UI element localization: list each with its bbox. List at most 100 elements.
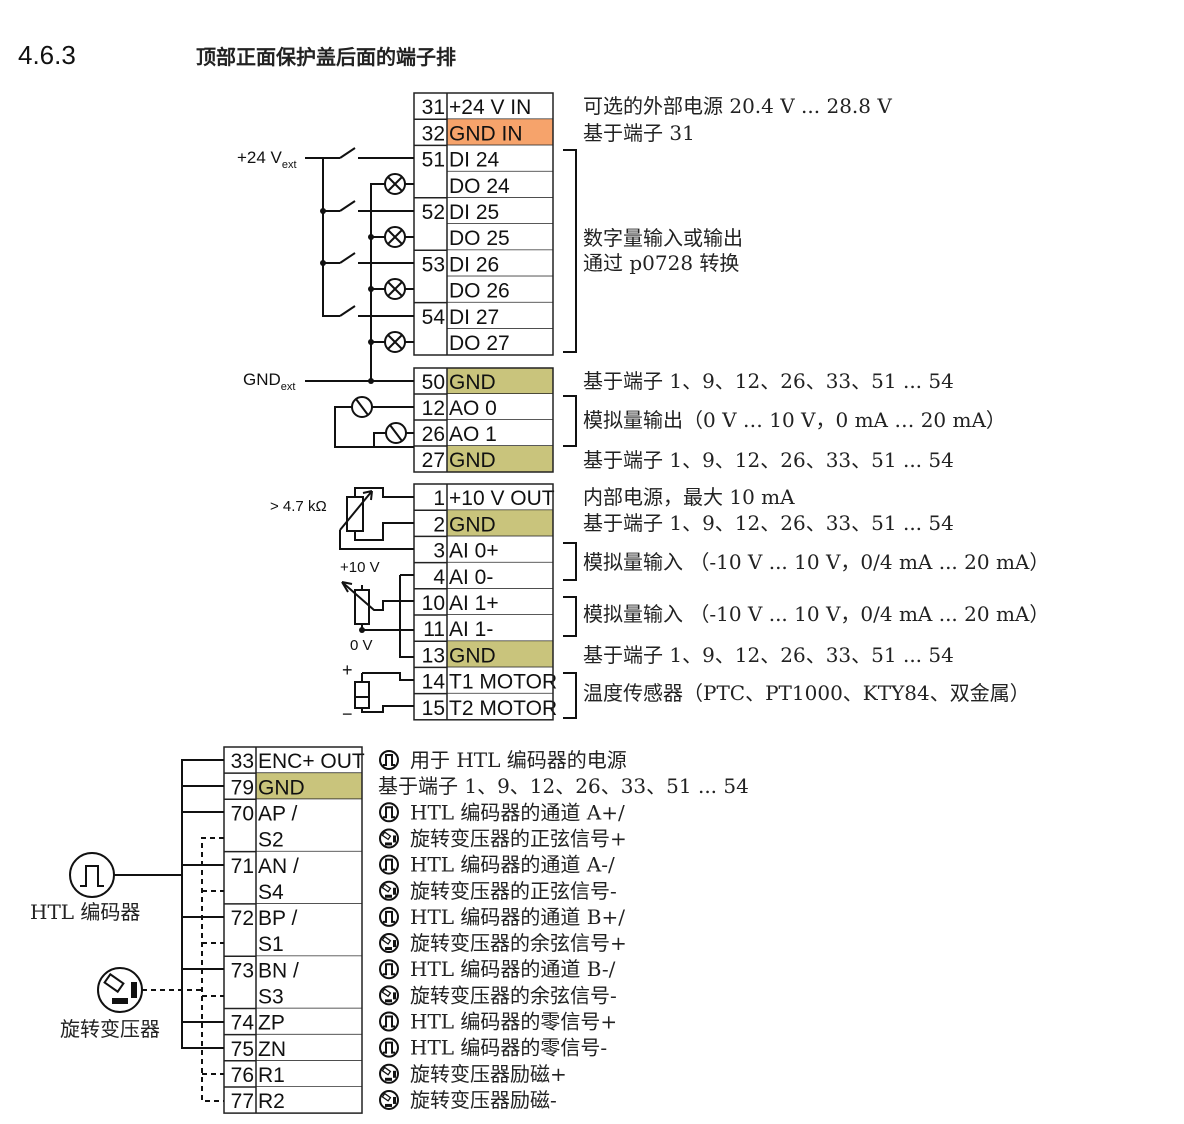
terminal-number: 32 [422,122,445,145]
pulse-icon [379,750,399,770]
pulse-icon [379,1037,399,1058]
terminal-label: GND [449,449,496,472]
terminal-label-cell [256,1034,362,1061]
terminal-label-cell [256,956,362,983]
terminal-row: DO 27 [447,328,553,355]
terminal-number: 27 [422,449,445,472]
desc-ext-supply: 可选的外部电源 20.4 V ... 28.8 V [583,94,892,118]
encoder-desc-item: HTL 编码器的通道 A-/ [379,853,615,877]
terminal-number: 10 [422,592,445,615]
desc-ref-gnd-13: 基于端子 1、9、12、26、33、51 ... 54 [583,643,954,667]
terminal-row: S2 [256,825,362,852]
terminal-label-cell [256,877,362,904]
htl-encoder-label: HTL 编码器 [30,900,140,924]
terminal-label: AP / [258,802,297,825]
terminal-number: 79 [231,776,254,799]
resolver-icon [379,880,399,901]
terminal-label: AO 1 [449,423,497,446]
terminal-number: 51 [422,149,445,172]
terminal-row: DO 24 [447,171,553,198]
terminal-label: AI 0- [449,566,493,589]
terminal-label: DI 26 [449,253,499,276]
terminal-label: GND [449,513,496,536]
encoder-wiring: HTL 编码器 旋转变压器 [30,759,224,1102]
terminal-number: 12 [422,397,445,420]
encoder-desc-item: 基于端子 1、9、12、26、33、51 ... 54 [378,774,749,798]
lamp-icon [384,173,406,353]
terminal-label-cell [447,250,553,277]
terminal-label-cell [447,420,553,446]
resolver-icon [379,828,399,849]
encoder-desc-text: 旋转变压器的余弦信号+ [410,931,627,955]
desc-ref-gnd-27: 基于端子 1、9、12、26、33、51 ... 54 [583,448,954,472]
desc-temp-sensor: 温度传感器（PTC、PT1000、KTY84、双金属） [583,681,1030,705]
terminal-label-cell [447,276,553,303]
terminal-label: AI 1+ [449,592,499,615]
terminal-number: 74 [231,1012,255,1035]
encoder-desc-item: 旋转变压器励磁- [379,1088,557,1112]
terminal-label-cell [447,615,553,642]
terminal-block-border [223,746,363,1114]
terminal-label: GND [449,371,496,394]
potentiometer-icon [346,496,364,532]
terminal-row: S1 [256,930,362,957]
terminal-number: 70 [231,802,254,825]
encoder-desc-text: 旋转变压器的余弦信号- [410,983,617,1007]
terminal-label: S2 [258,829,284,852]
analog-output-wiring [334,396,414,448]
terminal-label-cell [447,446,553,472]
terminal-label-cell [256,1060,362,1087]
zero-v-label: 0 V [350,637,373,654]
analog-input-wiring: > 4.7 kΩ +10 V 0 V + − [270,487,414,724]
terminal-number: 75 [231,1038,254,1061]
terminal-label-cell [256,747,362,774]
terminal-label: DO 27 [449,332,510,355]
terminal-label: GND [449,644,496,667]
terminal-number: 26 [422,423,445,446]
encoder-desc-item: HTL 编码器的通道 B+/ [379,905,625,929]
encoder-desc-text: 旋转变压器励磁+ [410,1062,567,1086]
terminal-label: T1 MOTOR [449,671,557,694]
terminal-number: 54 [422,306,446,329]
brackets [563,149,577,719]
terminal-row: S4 [256,877,362,904]
desc-internal-supply: 内部电源，最大 10 mA [583,485,795,509]
terminal-label: R1 [258,1064,285,1087]
terminal-row: DO 26 [447,276,553,303]
terminal-label: S4 [258,881,284,904]
encoder-desc-item: 旋转变压器的正弦信号- [379,879,617,903]
terminal-block-border [413,367,554,473]
terminal-label-cell [447,484,553,511]
resolver-icon [379,1089,399,1110]
terminal-row: DO 25 [447,224,553,251]
plus-sign: + [342,660,353,680]
meter-icon [351,396,407,444]
terminal-number: 71 [231,855,254,878]
terminal-label: GND [258,776,305,799]
encoder-desc-item: 旋转变压器的余弦信号+ [379,931,627,955]
terminal-label: DI 24 [449,149,500,172]
terminal-number: 4 [433,566,445,589]
terminal-number: 52 [422,201,445,224]
resolver-label: 旋转变压器 [60,1017,160,1041]
terminal-number: 33 [231,750,254,773]
terminal-label: AI 0+ [449,540,499,563]
encoder-desc-item: HTL 编码器的通道 A+/ [379,800,625,824]
